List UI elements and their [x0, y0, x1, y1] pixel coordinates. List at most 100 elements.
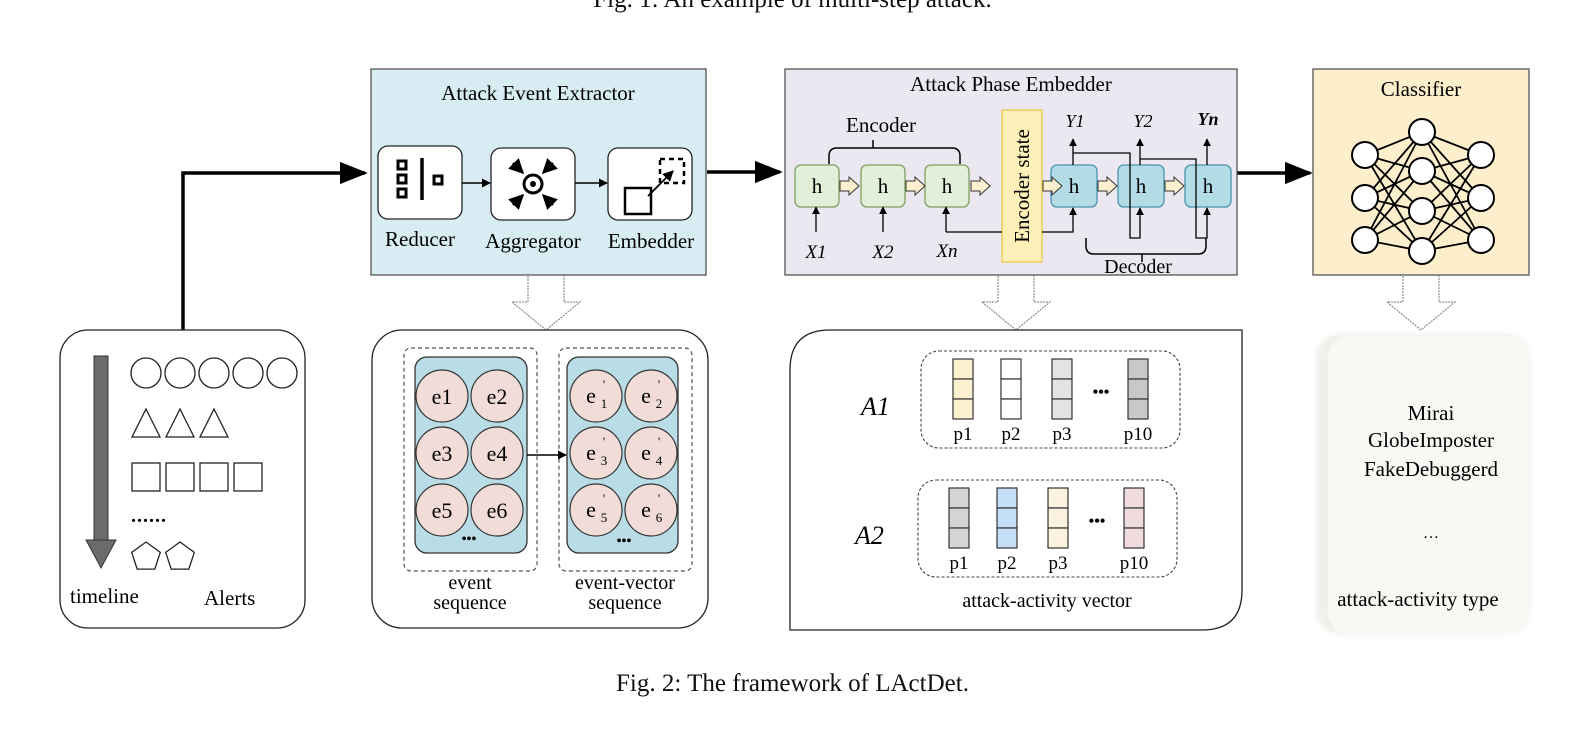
- nn-node: [1408, 118, 1436, 146]
- encoder-input-arrows: [812, 206, 1077, 233]
- phase-cell: [952, 358, 974, 380]
- event-vector-label-line1: event-vector: [575, 572, 675, 594]
- event-vector-node: [624, 426, 678, 480]
- event-node: [470, 426, 524, 480]
- neural-network-nodes: [1351, 118, 1495, 265]
- alert-square: [233, 462, 263, 492]
- phase-cell: [1047, 527, 1069, 549]
- encoder-cell-label: h: [878, 174, 889, 198]
- alerts-to-extractor-arrow: [181, 161, 368, 330]
- phase-label: p2: [998, 553, 1017, 574]
- extractor-title: Attack Event Extractor: [441, 81, 635, 105]
- phase-label: p1: [954, 424, 973, 445]
- timeline-arrow-icon: [85, 355, 117, 570]
- phase-cell: [952, 398, 974, 420]
- phase-cell: [1051, 358, 1073, 380]
- nn-edge: [1364, 131, 1423, 199]
- phase-cell: [1051, 378, 1073, 400]
- nn-node: [1467, 226, 1495, 254]
- nn-edge: [1421, 131, 1482, 241]
- embedder-label: Embedder: [608, 229, 694, 253]
- alert-square: [131, 462, 161, 492]
- phase-ellipsis: •••: [1089, 513, 1106, 530]
- alert-square: [165, 462, 195, 492]
- phase-label: p2: [1002, 424, 1021, 445]
- phase-cell: [996, 487, 1018, 509]
- phase-ellipsis: •••: [1093, 384, 1110, 401]
- activity-type-0: Mirai: [1408, 401, 1455, 425]
- nn-edge: [1364, 170, 1423, 241]
- state-transfer-arrow: [905, 175, 926, 197]
- state-transfer-arrow: [1042, 175, 1063, 197]
- phase-cell: [1123, 507, 1145, 529]
- classifier: Classifier: [1312, 68, 1530, 276]
- encoder-cell-label: h: [812, 174, 823, 198]
- embedder-icon: [623, 157, 686, 216]
- event-vector-node-label: e: [641, 497, 651, 522]
- event-vector-prime: ': [658, 434, 660, 449]
- aggregator-label: Aggregator: [485, 229, 581, 253]
- event-vector-node: [569, 369, 623, 423]
- attack-event-extractor: Attack Event Extractor Reducer: [370, 68, 707, 276]
- event-vector-prime: ': [603, 491, 605, 506]
- timeline-label: timeline: [70, 584, 139, 608]
- phase-cell: [1127, 398, 1149, 420]
- aggregator-icon: [508, 158, 558, 210]
- input-xn: Xn: [935, 241, 957, 262]
- event-vector-label-line2: sequence: [588, 592, 661, 614]
- event-ellipsis: •••: [462, 532, 477, 547]
- event-vector-prime: ': [603, 434, 605, 449]
- event-node: [470, 369, 524, 423]
- phase-label: p10: [1120, 553, 1149, 574]
- encoder-state-label: Encoder state: [1010, 129, 1034, 243]
- event-node-label: e4: [487, 441, 508, 466]
- phase-cell: [1047, 507, 1069, 529]
- decoder-brace: [1085, 238, 1207, 262]
- phase-cell: [1000, 358, 1022, 380]
- decoder-cell-label: h: [1203, 174, 1214, 198]
- input-x2: X2: [871, 242, 894, 263]
- event-vector-node-label: e: [586, 440, 596, 465]
- decoder-cell-label: h: [1136, 174, 1147, 198]
- decoder-cell-label: h: [1069, 174, 1080, 198]
- decoder-label: Decoder: [1104, 256, 1172, 278]
- alerts-label: Alerts: [204, 586, 255, 610]
- phase-cell: [1127, 378, 1149, 400]
- alert-triangle: [164, 407, 196, 438]
- activity-type-2: FakeDebuggerd: [1364, 457, 1499, 481]
- event-node-label: e6: [487, 498, 508, 523]
- phase-cell: [948, 487, 970, 509]
- phase-label: p3: [1053, 424, 1072, 445]
- nn-node: [1467, 141, 1495, 169]
- output-yn: Yn: [1197, 109, 1218, 129]
- alert-pentagon: [130, 541, 162, 570]
- event-vector-node: [569, 483, 623, 537]
- phase-embedder-title: Attack Phase Embedder: [910, 72, 1112, 96]
- alert-triangle: [198, 407, 230, 438]
- alert-circle: [232, 357, 264, 389]
- encoder-brace: [828, 140, 961, 164]
- embedder-module[interactable]: Embedder: [607, 147, 694, 253]
- alert-pentagon: [164, 541, 196, 570]
- nn-node: [1408, 197, 1436, 225]
- nn-edge: [1364, 131, 1423, 241]
- phase-label: p1: [950, 553, 969, 574]
- nn-node: [1408, 237, 1436, 265]
- alert-circle: [164, 357, 196, 389]
- nn-edge: [1364, 154, 1423, 252]
- output-y2: Y2: [1133, 111, 1152, 131]
- reducer-icon: [396, 158, 444, 200]
- alert-circle: [266, 357, 298, 389]
- event-node: [415, 483, 469, 537]
- reducer-module[interactable]: Reducer: [377, 145, 463, 251]
- state-transfer-arrow: [1164, 175, 1185, 197]
- nn-node: [1408, 157, 1436, 185]
- aggregator-module[interactable]: Aggregator: [485, 147, 581, 253]
- encoder-state: Encoder state: [1001, 109, 1043, 263]
- phase-cell: [1051, 398, 1073, 420]
- event-vector-node: [624, 483, 678, 537]
- flow-arrows: [181, 160, 1313, 330]
- encoder-label: Encoder: [846, 113, 916, 137]
